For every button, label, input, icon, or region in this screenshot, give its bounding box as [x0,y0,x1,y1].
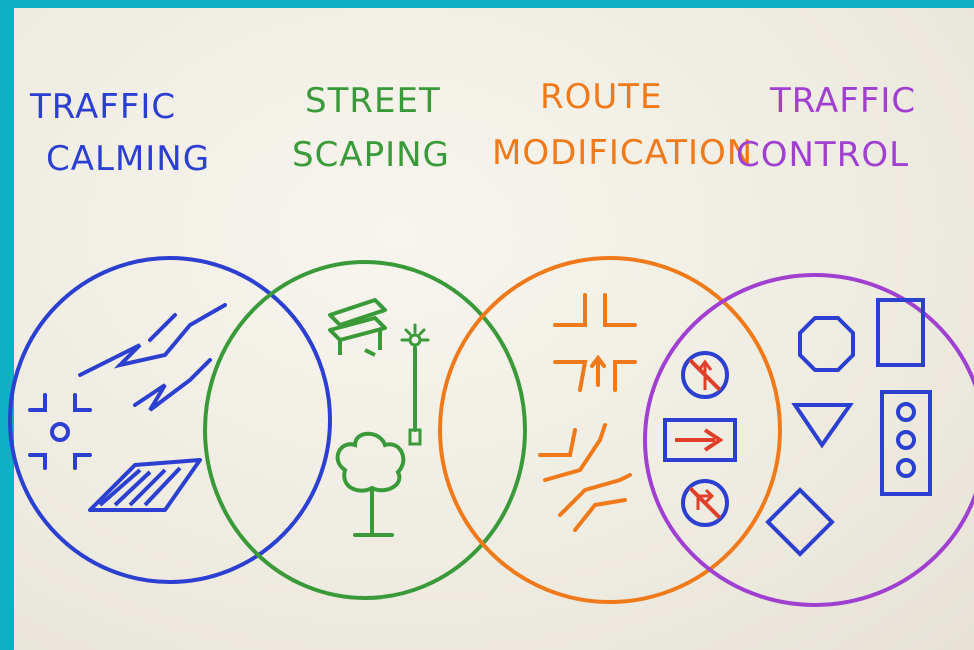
speed-hump-road-icon [78,303,227,412]
heading-scaping-line2: SCAPING [292,135,450,175]
traffic-signal-icon [880,390,932,496]
heading-route-line2: MODIFICATION [492,133,753,173]
no-turn-sign-icon [681,479,729,527]
speed-table-icon [88,458,202,512]
heading-control-line2: CONTROL [736,135,909,175]
circle-traffic-calming [8,256,332,584]
heading-calming-line1: TRAFFIC [29,87,176,127]
one-way-street-icon [553,354,637,392]
yield-sign-icon [791,403,854,449]
rectangular-sign-icon [876,298,925,367]
one-way-arrow-sign-icon [663,418,737,462]
bench-icon [328,298,387,357]
road-closure-icon [553,293,637,327]
diamond-warning-sign-icon [765,487,835,557]
heading-control-line1: TRAFFIC [769,81,916,121]
heading-calming-line2: CALMING [46,139,210,179]
heading-traffic-control: TRAFFIC CONTROL [736,81,916,175]
heading-traffic-calming: TRAFFIC CALMING [29,87,210,179]
tree-icon [335,431,406,537]
no-entry-sign-icon [681,351,729,399]
heading-scaping-line1: STREET [305,81,441,121]
chicane-road-icon [538,423,632,532]
circle-route-modification [438,256,782,604]
circle-street-scaping [203,260,527,600]
street-lamp-icon [400,323,430,446]
heading-street-scaping: STREET SCAPING [292,81,450,175]
stop-sign-icon [798,316,855,372]
circle-traffic-control [643,273,974,607]
heading-route-line1: ROUTE [540,77,663,117]
mini-roundabout-icon [28,393,92,470]
heading-route-modification: ROUTE MODIFICATION [492,77,753,173]
